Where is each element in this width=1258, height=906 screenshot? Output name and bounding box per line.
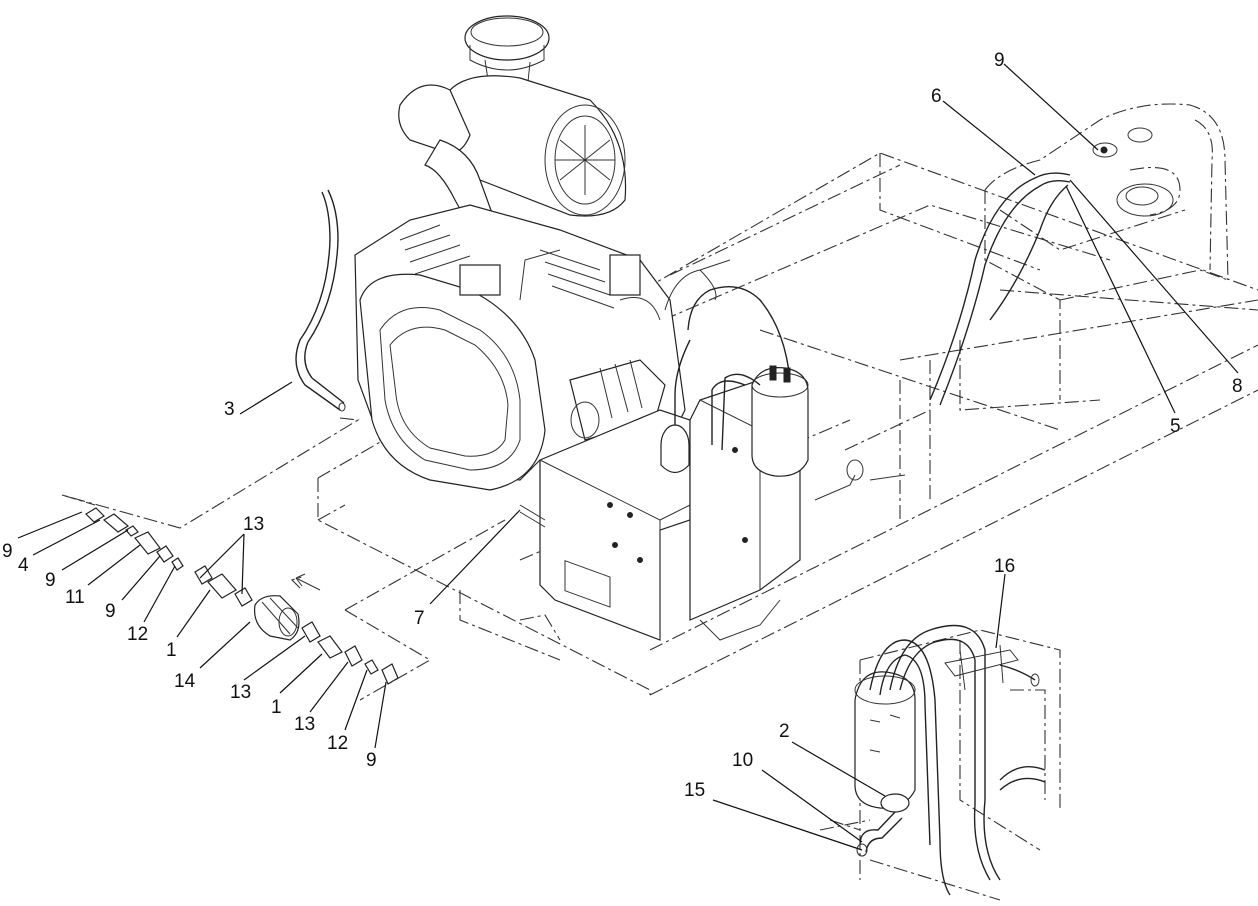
callout-6: 6 <box>931 86 942 107</box>
callout-12: 12 <box>327 733 348 754</box>
callout-16: 16 <box>994 556 1015 577</box>
callout-3: 3 <box>224 399 235 420</box>
callout-10: 10 <box>732 750 753 771</box>
callout-5: 5 <box>1170 416 1181 437</box>
flow-arrow <box>295 573 321 591</box>
callout-13: 13 <box>294 714 315 735</box>
callout-15: 15 <box>684 780 705 801</box>
charcoal-canister <box>751 365 809 477</box>
leader-lines <box>17 63 1239 851</box>
hose-3 <box>295 189 346 412</box>
callout-9: 9 <box>2 541 13 562</box>
inset-detail <box>819 624 1061 901</box>
callout-labels: 9 4 9 11 9 12 1 13 14 13 1 13 12 9 3 7 9… <box>2 50 1243 801</box>
exploded-filter-assembly <box>61 417 506 701</box>
fuel-tank <box>984 103 1229 400</box>
callout-2: 2 <box>779 721 790 742</box>
callout-1: 1 <box>271 697 282 718</box>
callout-9: 9 <box>366 750 377 771</box>
callout-13: 13 <box>230 682 251 703</box>
callout-9: 9 <box>45 570 56 591</box>
callout-1: 1 <box>166 640 177 661</box>
fuel-hoses <box>519 172 1071 528</box>
callout-9: 9 <box>105 601 116 622</box>
callout-13: 13 <box>243 514 264 535</box>
callout-7: 7 <box>414 608 425 629</box>
callout-4: 4 <box>18 555 29 576</box>
callout-14: 14 <box>174 671 196 692</box>
callout-8: 8 <box>1232 376 1243 397</box>
engine <box>354 15 686 491</box>
callout-12: 12 <box>127 624 148 645</box>
callout-9: 9 <box>994 50 1005 71</box>
inline-fuel-filter <box>660 339 691 474</box>
callout-11: 11 <box>65 587 85 608</box>
